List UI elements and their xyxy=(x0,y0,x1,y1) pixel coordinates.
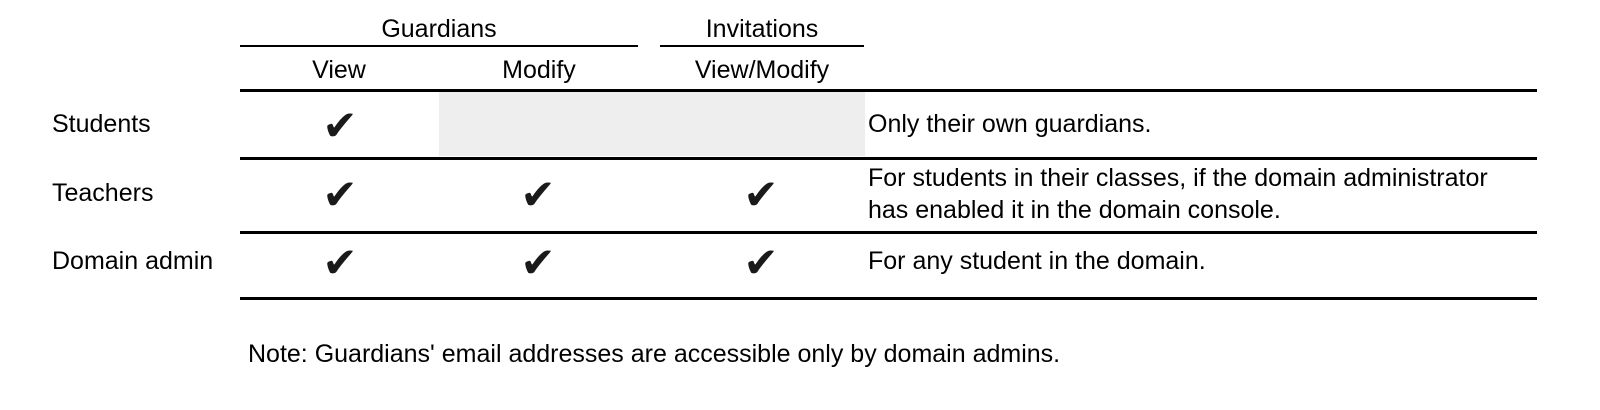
description-teachers-line-2: has enabled it in the domain console. xyxy=(868,196,1281,224)
table-rule-after-teachers xyxy=(240,231,1537,234)
shaded-cell-students-unavailable xyxy=(439,92,865,156)
table-rule-after-students xyxy=(240,157,1537,160)
group-header-guardians: Guardians xyxy=(381,15,497,43)
check-teachers-invitations-view-modify: ✔ xyxy=(743,170,779,219)
column-header-guardians-view: View xyxy=(312,56,366,84)
row-label-domain-admin: Domain admin xyxy=(52,247,214,275)
description-domain-admin: For any student in the domain. xyxy=(868,245,1528,277)
check-teachers-guardians-modify: ✔ xyxy=(520,170,556,219)
check-teachers-guardians-view: ✔ xyxy=(322,170,358,219)
table-rule-bottom xyxy=(240,297,1537,300)
table-rule-header-bottom xyxy=(240,89,1537,92)
check-students-guardians-view: ✔ xyxy=(322,101,358,150)
row-label-teachers: Teachers xyxy=(52,179,154,207)
description-teachers-line-1: For students in their classes, if the do… xyxy=(868,164,1488,192)
row-label-students: Students xyxy=(52,110,151,138)
check-domain-admin-guardians-view: ✔ xyxy=(322,238,358,287)
description-domain-admin-line-1: For any student in the domain. xyxy=(868,247,1206,275)
check-domain-admin-invitations-view-modify: ✔ xyxy=(743,238,779,287)
group-rule-guardians xyxy=(240,45,638,47)
group-rule-invitations xyxy=(660,45,864,47)
description-students-line-1: Only their own guardians. xyxy=(868,110,1152,138)
check-domain-admin-guardians-modify: ✔ xyxy=(520,238,556,287)
footnote: Note: Guardians' email addresses are acc… xyxy=(248,340,1061,368)
column-header-guardians-modify: Modify xyxy=(502,56,576,84)
group-header-invitations: Invitations xyxy=(705,15,819,43)
column-header-invitations-view-modify: View/Modify xyxy=(694,56,830,84)
description-students: Only their own guardians. xyxy=(868,108,1528,140)
description-teachers: For students in their classes, if the do… xyxy=(868,162,1528,226)
